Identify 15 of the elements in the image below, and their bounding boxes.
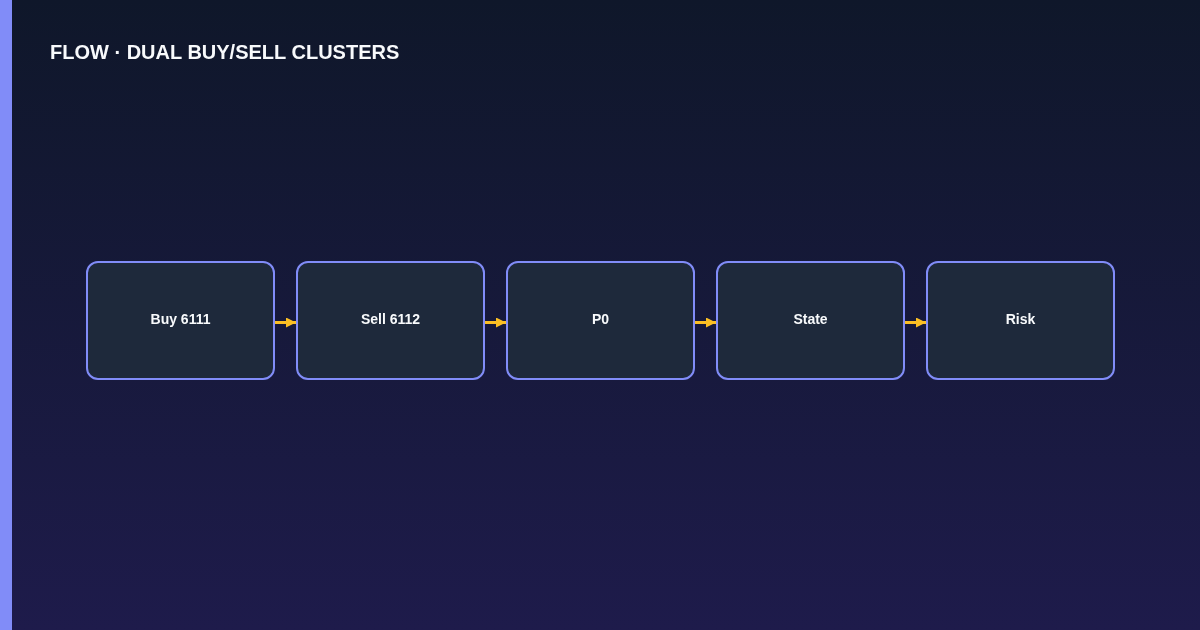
arrow — [905, 317, 926, 328]
box-label: Sell 6112 — [360, 309, 421, 328]
diagram-title: FLOW · DUAL BUY/SELL CLUSTERS — [50, 40, 400, 65]
process-box — [716, 261, 905, 380]
arrow — [695, 317, 716, 328]
process-box — [86, 261, 275, 380]
arrow — [485, 317, 506, 328]
arrow — [275, 317, 296, 328]
box-label: P0 — [591, 309, 610, 328]
process-box — [296, 261, 485, 380]
box-label: State — [793, 309, 828, 328]
box-label: Buy 6111 — [150, 309, 211, 328]
box-label: Risk — [1005, 309, 1036, 328]
process-box — [926, 261, 1115, 380]
process-box — [506, 261, 695, 380]
